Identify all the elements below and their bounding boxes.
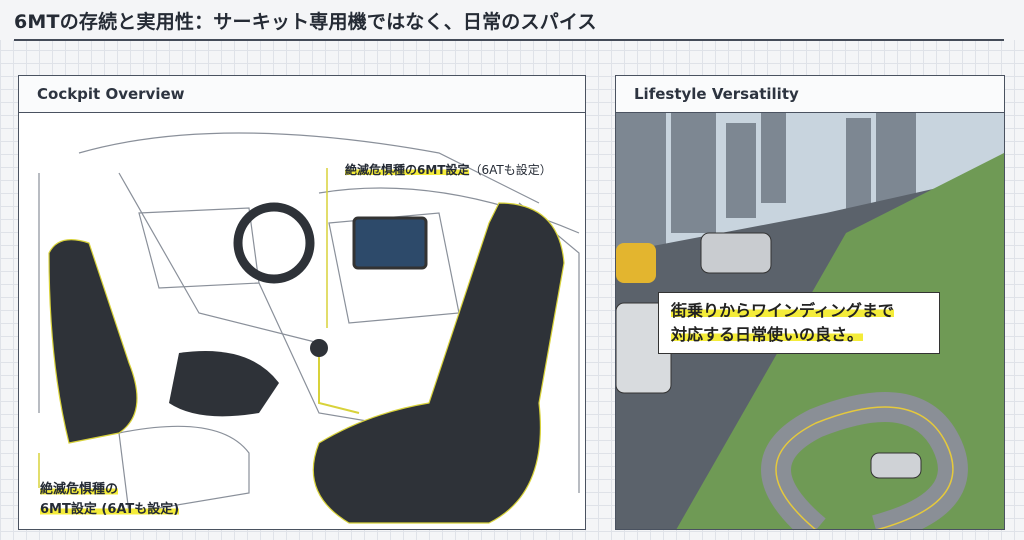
bubble-line-2: 対応する日常使いの良さ。: [671, 325, 864, 344]
mt-callout-top: 絶滅危惧種の6MT設定（6ATも設定）: [345, 161, 552, 178]
shift-knob: [310, 339, 328, 357]
panel-heading: Cockpit Overview: [19, 76, 585, 113]
mt-callout-bottom: 絶滅危惧種の 6MT設定 (6ATも設定): [40, 480, 180, 520]
callout-line-1: 絶滅危惧種の: [40, 482, 119, 497]
cockpit-overview-panel: Cockpit Overview: [18, 75, 586, 530]
title-bar: [0, 0, 1024, 40]
right-seat: [312, 202, 565, 524]
steering-wheel: [233, 202, 315, 284]
title-divider: [14, 39, 1004, 41]
left-seat: [48, 239, 138, 444]
infotainment-screen: [352, 216, 428, 270]
callout-line-2: 6MT設定 (6ATも設定): [40, 502, 180, 517]
bubble-line-1: 街乗りからワインディングまで: [671, 301, 894, 320]
callout-note: （6ATも設定）: [469, 163, 552, 177]
panel-heading: Lifestyle Versatility: [616, 76, 1004, 113]
cockpit-illustration: [19, 113, 585, 529]
page-title: 6MTの存続と実用性：サーキット専用機ではなく、日常のスパイス: [14, 11, 597, 33]
callout-highlight: 絶滅危惧種の6MT設定: [345, 163, 470, 177]
versatility-callout: 街乗りからワインディングまで 対応する日常使いの良さ。: [658, 292, 940, 354]
